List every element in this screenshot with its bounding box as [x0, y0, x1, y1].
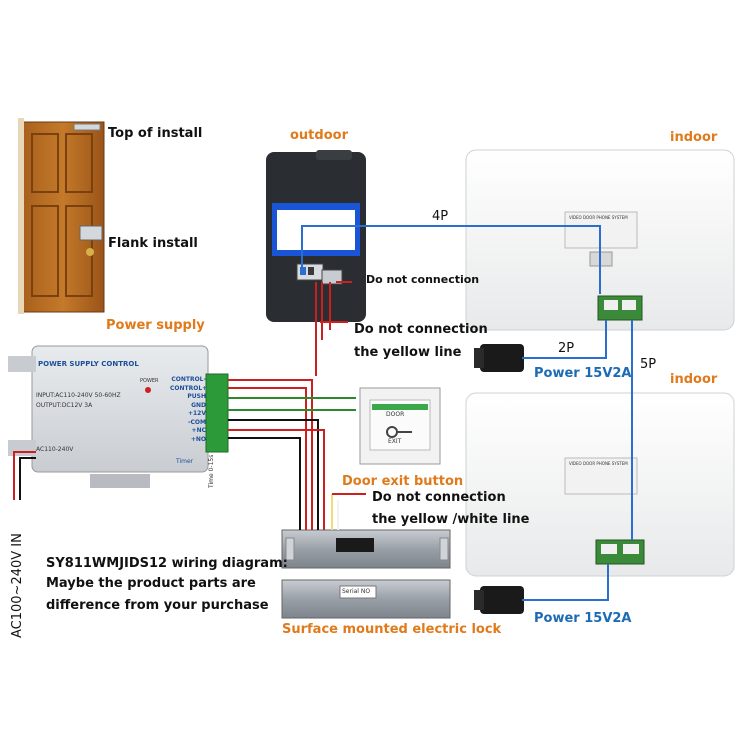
psu-terminal: GND: [191, 401, 206, 409]
note-no-connection-1: Do not connection: [366, 273, 480, 286]
outdoor-camera-unit: [266, 150, 366, 322]
adapter-label-top: Power 15V2A: [534, 366, 632, 381]
door-illustration: [18, 118, 105, 314]
monitor-label-bottom: VIDEO DOOR PHONE SYSTEM: [569, 461, 628, 466]
psu-terminal: +NC: [191, 427, 206, 434]
psu-terminal: +12V: [187, 410, 206, 417]
power-adapter-top: [474, 344, 524, 372]
electric-lock-device: [281, 529, 451, 619]
indoor-label-top: indoor: [670, 130, 718, 145]
power-supply-label: Power supply: [106, 318, 205, 333]
psu-ac-label: AC110-240V: [36, 446, 74, 453]
psu-output-spec: OUTPUT:DC12V 3A: [36, 402, 93, 409]
psu-terminal: PUSH: [187, 393, 206, 400]
electric-lock-label: Surface mounted electric lock: [282, 622, 502, 637]
wire-label-5p: 5P: [640, 357, 657, 372]
psu-timer-range: Time 0-15s: [208, 454, 215, 488]
caption-line-1: SY811WMJIDS12 wiring diagram:: [46, 556, 288, 571]
psu-terminal: -COM: [188, 418, 206, 426]
door-exit-label: Door exit button: [342, 474, 464, 489]
exit-button-text-1: DOOR: [386, 411, 405, 418]
psu-terminal: +NO: [190, 435, 206, 443]
psu-terminal: CONTROL-: [171, 376, 206, 383]
exit-button-text-2: EXIT: [388, 438, 402, 445]
psu-terminal: CONTROL+: [170, 384, 208, 392]
lock-serial-label: Serial NO: [342, 588, 371, 595]
ac-input-label: AC100~240V IN: [10, 533, 25, 638]
wires: [13, 225, 633, 601]
note-yellow-line: the yellow line: [354, 345, 462, 360]
note-yellow-white-line: the yellow /white line: [372, 512, 530, 527]
caption-line-2: Maybe the product parts are: [46, 576, 256, 591]
outdoor-label: outdoor: [290, 128, 348, 143]
indoor-monitor-bottom: [465, 392, 735, 577]
psu-title: POWER SUPPLY CONTROL: [38, 360, 139, 368]
adapter-label-bottom: Power 15V2A: [534, 611, 632, 626]
power-adapter-bottom: [474, 586, 524, 614]
psu-timer-label: Timer: [176, 458, 194, 465]
indoor-label-bottom: indoor: [670, 372, 718, 387]
door-label-top: Top of install: [108, 126, 203, 141]
exit-button-device: [359, 387, 441, 465]
power-supply-box: [8, 345, 229, 488]
note-no-connection-3: Do not connection: [372, 490, 506, 505]
door-label-flank: Flank install: [108, 236, 198, 251]
wire-label-2p: 2P: [558, 341, 575, 356]
caption-line-3: difference from your purchase: [46, 598, 269, 613]
psu-terminal-list: CONTROL- CONTROL+ PUSH GND +12V -COM +NC…: [170, 376, 208, 444]
note-no-connection-2: Do not connection: [354, 322, 488, 337]
psu-input-spec: INPUT:AC110-240V 50-60HZ: [36, 392, 121, 399]
psu-power-led-label: POWER: [140, 378, 159, 384]
wire-label-4p: 4P: [432, 209, 449, 224]
monitor-label-top: VIDEO DOOR PHONE SYSTEM: [569, 215, 628, 220]
